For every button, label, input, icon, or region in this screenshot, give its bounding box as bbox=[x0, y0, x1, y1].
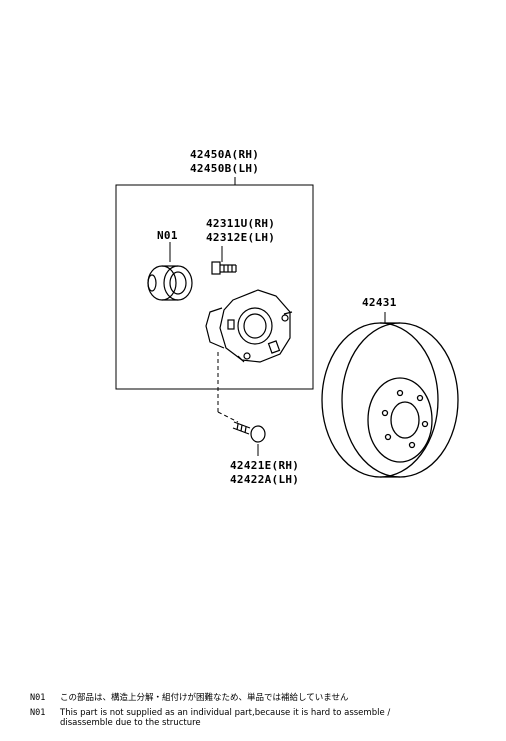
note-code: N01 bbox=[30, 708, 46, 718]
note-japanese: N01 この部品は、構造上分解・組付けが困難なため、単品では補給していません bbox=[30, 693, 349, 703]
lower-bolt-part[interactable] bbox=[232, 421, 266, 443]
hub-assembly-box bbox=[115, 184, 314, 390]
note-english: N01 This part is not supplied as an indiv… bbox=[30, 708, 390, 718]
note-code: N01 bbox=[30, 693, 46, 703]
label-bolt-lh: 42422A(LH) bbox=[230, 473, 300, 486]
hub-bolt-part[interactable] bbox=[211, 261, 237, 275]
label-disc: 42431 bbox=[362, 296, 397, 309]
label-hub-sub-lh: 42312E(LH) bbox=[206, 231, 276, 244]
label-hub-sub-rh: 42311U(RH) bbox=[206, 217, 276, 230]
bearing-part[interactable] bbox=[147, 265, 193, 301]
label-n01: N01 bbox=[157, 229, 178, 242]
brake-disc-part[interactable] bbox=[321, 322, 459, 478]
note-english-line2: disassemble due to the structure bbox=[60, 718, 201, 728]
note-text: This part is not supplied as an individu… bbox=[60, 708, 391, 718]
note-text: この部品は、構造上分解・組付けが困難なため、単品では補給していません bbox=[60, 693, 349, 703]
label-bolt-rh: 42421E(RH) bbox=[230, 459, 300, 472]
hub-flange-part[interactable] bbox=[205, 289, 293, 363]
label-hub-assy-lh: 42450B(LH) bbox=[190, 162, 260, 175]
label-hub-assy-rh: 42450A(RH) bbox=[190, 148, 260, 161]
